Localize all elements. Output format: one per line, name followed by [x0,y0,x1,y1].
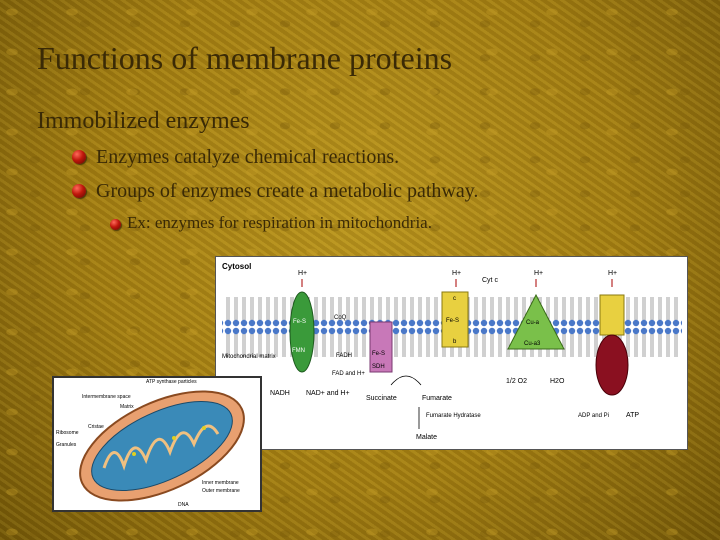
adp-label: ADP and Pi [578,413,609,419]
fes-label: Fe-S [372,351,385,357]
matrix-label: Mitochondrial matrix [222,354,276,360]
cytc-label: Cyt c [482,277,498,284]
h-plus-label: H+ [534,270,543,277]
fes-label: Fe-S [446,318,459,324]
sdh-label: SDH [372,364,385,370]
cristae-folds [102,424,220,471]
atp-synthase-head [595,334,629,396]
complex-four-protein [507,293,565,350]
matrix-label: Matrix [120,404,134,410]
electron-transport-diagram: Cytosol H+ H+ H+ H+ Cyt c Fe-S FMN CoQ F… [222,262,682,441]
mitochondrion-diagram: Intermembrane space Matrix Cristae Ribos… [56,379,245,508]
outer-membrane-label: Outer membrane [202,488,240,494]
cristae-label: Cristae [88,424,104,430]
granules-label: Granules [56,442,77,448]
cua3-label: Cu-a3 [524,341,541,347]
h2o-label: H2O [550,378,565,385]
granule [132,452,136,456]
c-label: c [453,296,456,302]
heading-bullet: Immobilized enzymes [37,108,250,134]
cytosol-label: Cytosol [222,262,251,271]
bullet-metabolic-pathway: Groups of enzymes create a metabolic pat… [96,180,479,202]
ribosome-label: Ribosome [56,430,79,436]
fumarate-hydratase-label: Fumarate Hydratase [426,413,481,419]
inner-membrane-label: Inner membrane [202,480,239,486]
h-plus-label: H+ [298,270,307,277]
complex-two-protein [369,321,393,373]
fmn-label: FMN [292,348,305,354]
atp-synthase-particles-label: ATP synthase particles [146,379,197,385]
malate-label: Malate [416,434,437,441]
complex-three-protein [441,291,469,348]
b-label: b [453,339,457,345]
granule [172,436,176,440]
succinate-label: Succinate [366,395,397,402]
fad-label: FAD and H+ [332,371,365,377]
intermembrane-label: Intermembrane space [82,394,131,400]
complex-one-protein [289,291,315,373]
sub-bullet-respiration: Ex: enzymes for respiration in mitochond… [127,213,432,232]
o2-label: 1/2 O2 [506,378,527,385]
coq-label: CoQ [334,315,347,321]
bullet-icon [72,150,86,164]
nad-label: NAD+ and H+ [306,390,350,397]
fadh-label: FADH [336,353,352,359]
slide-title: Functions of membrane proteins [37,40,453,76]
cua-label: Cu-a [526,320,540,326]
atp-label: ATP [626,412,639,419]
granule [202,426,206,430]
h-plus-label: H+ [608,270,617,277]
dna-label: DNA [178,502,189,508]
h-plus-label: H+ [452,270,461,277]
sub-bullet-icon [110,219,121,230]
nadh-label: NADH [270,390,290,397]
succinate-arrow [390,375,422,386]
fes-label: Fe-S [293,319,306,325]
atp-synthase-stalk [599,294,625,336]
bullet-icon [72,184,86,198]
bullet-enzymes-catalyze: Enzymes catalyze chemical reactions. [96,146,400,168]
fumarate-label: Fumarate [422,395,452,402]
electron-transport-figure: Cytosol H+ H+ H+ H+ Cyt c Fe-S FMN CoQ F… [215,256,688,450]
matrix-shape [91,400,233,492]
mitochondrion-figure: Intermembrane space Matrix Cristae Ribos… [52,376,262,512]
